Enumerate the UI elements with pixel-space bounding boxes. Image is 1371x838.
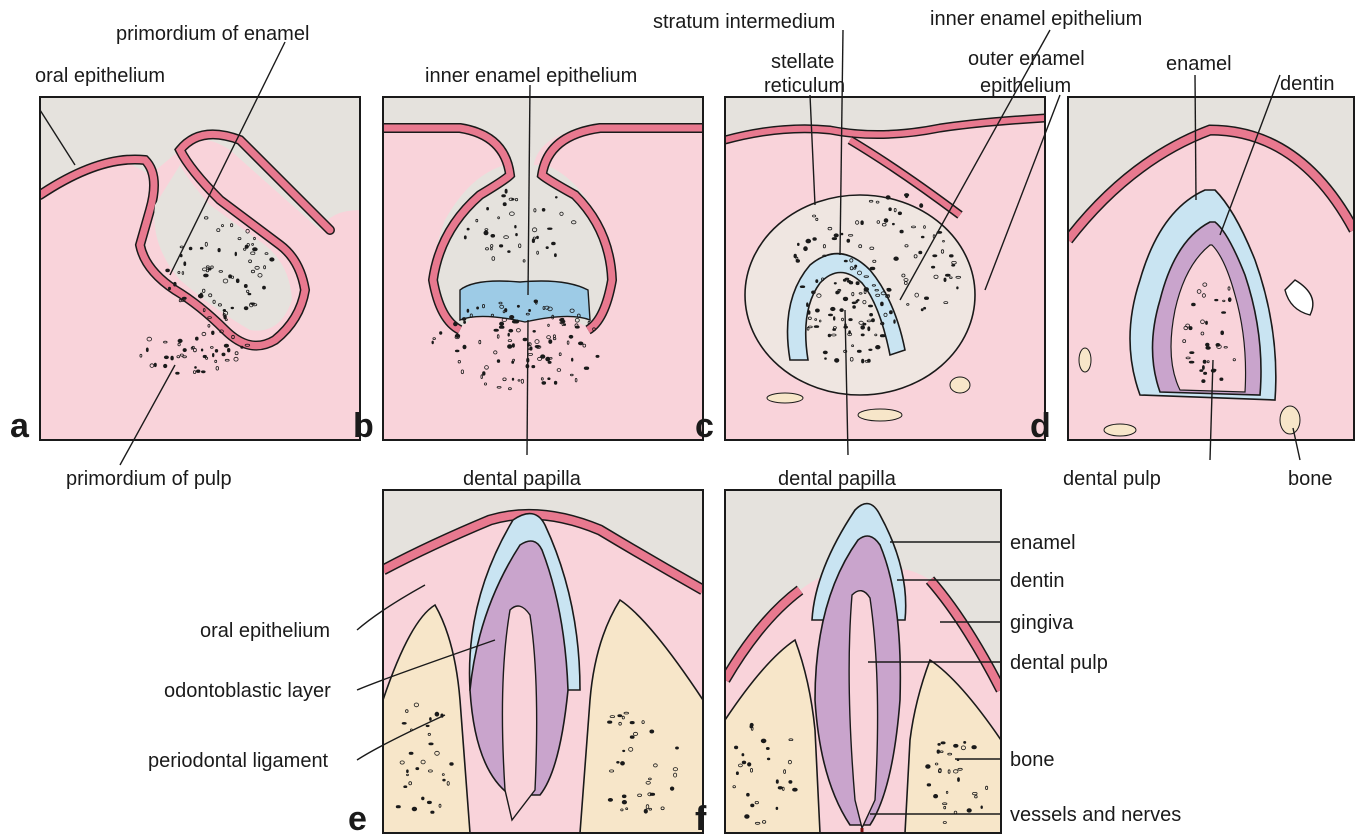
panel-letter-d: d	[1030, 407, 1051, 445]
panel-c	[725, 97, 1045, 440]
panel-e-pulp	[502, 606, 536, 820]
panel-d	[1068, 97, 1354, 440]
label-c-stellate: stellate	[771, 51, 834, 73]
label-f-dental-pulp: dental pulp	[1010, 652, 1108, 674]
label-c-outer-enamel: outer enamel	[968, 48, 1085, 70]
panel-c-enamel-organ	[745, 195, 975, 395]
label-b-inner-enamel-epithelium: inner enamel epithelium	[425, 65, 637, 87]
panel-letter-a: a	[10, 407, 30, 445]
label-c-dental-papilla: dental papilla	[778, 468, 897, 490]
label-c-inner-enamel-epithelium: inner enamel epithelium	[930, 8, 1142, 30]
label-f-bone: bone	[1010, 749, 1055, 771]
panel-e	[383, 490, 703, 833]
label-f-enamel: enamel	[1010, 532, 1076, 554]
label-b-dental-papilla: dental papilla	[463, 468, 582, 490]
panel-letter-b: b	[353, 407, 374, 445]
label-d-bone: bone	[1288, 468, 1333, 490]
label-f-vessels-nerves: vessels and nerves	[1010, 804, 1181, 826]
label-e-odontoblastic-layer: odontoblastic layer	[164, 680, 331, 702]
panel-letter-f: f	[695, 800, 707, 838]
label-f-dentin: dentin	[1010, 570, 1065, 592]
label-a-primordium-pulp: primordium of pulp	[66, 468, 232, 490]
label-e-periodontal-ligament: periodontal ligament	[148, 750, 329, 772]
label-c-epithelium: epithelium	[980, 75, 1071, 97]
panel-a	[40, 97, 360, 440]
label-c-reticulum: reticulum	[764, 75, 845, 97]
label-e-oral-epithelium: oral epithelium	[200, 620, 330, 642]
label-d-enamel: enamel	[1166, 53, 1232, 75]
label-a-primordium-enamel: primordium of enamel	[116, 23, 309, 45]
label-d-dental-pulp: dental pulp	[1063, 468, 1161, 490]
label-a-oral-epithelium: oral epithelium	[35, 65, 165, 87]
label-d-dentin: dentin	[1280, 73, 1335, 95]
panel-letter-c: c	[695, 407, 714, 445]
panel-b-inner-enamel-epithelium	[460, 281, 590, 322]
label-f-gingiva: gingiva	[1010, 612, 1074, 634]
panel-b	[383, 97, 703, 440]
label-c-stratum-intermedium: stratum intermedium	[653, 11, 835, 33]
panel-letter-e: e	[348, 800, 367, 838]
